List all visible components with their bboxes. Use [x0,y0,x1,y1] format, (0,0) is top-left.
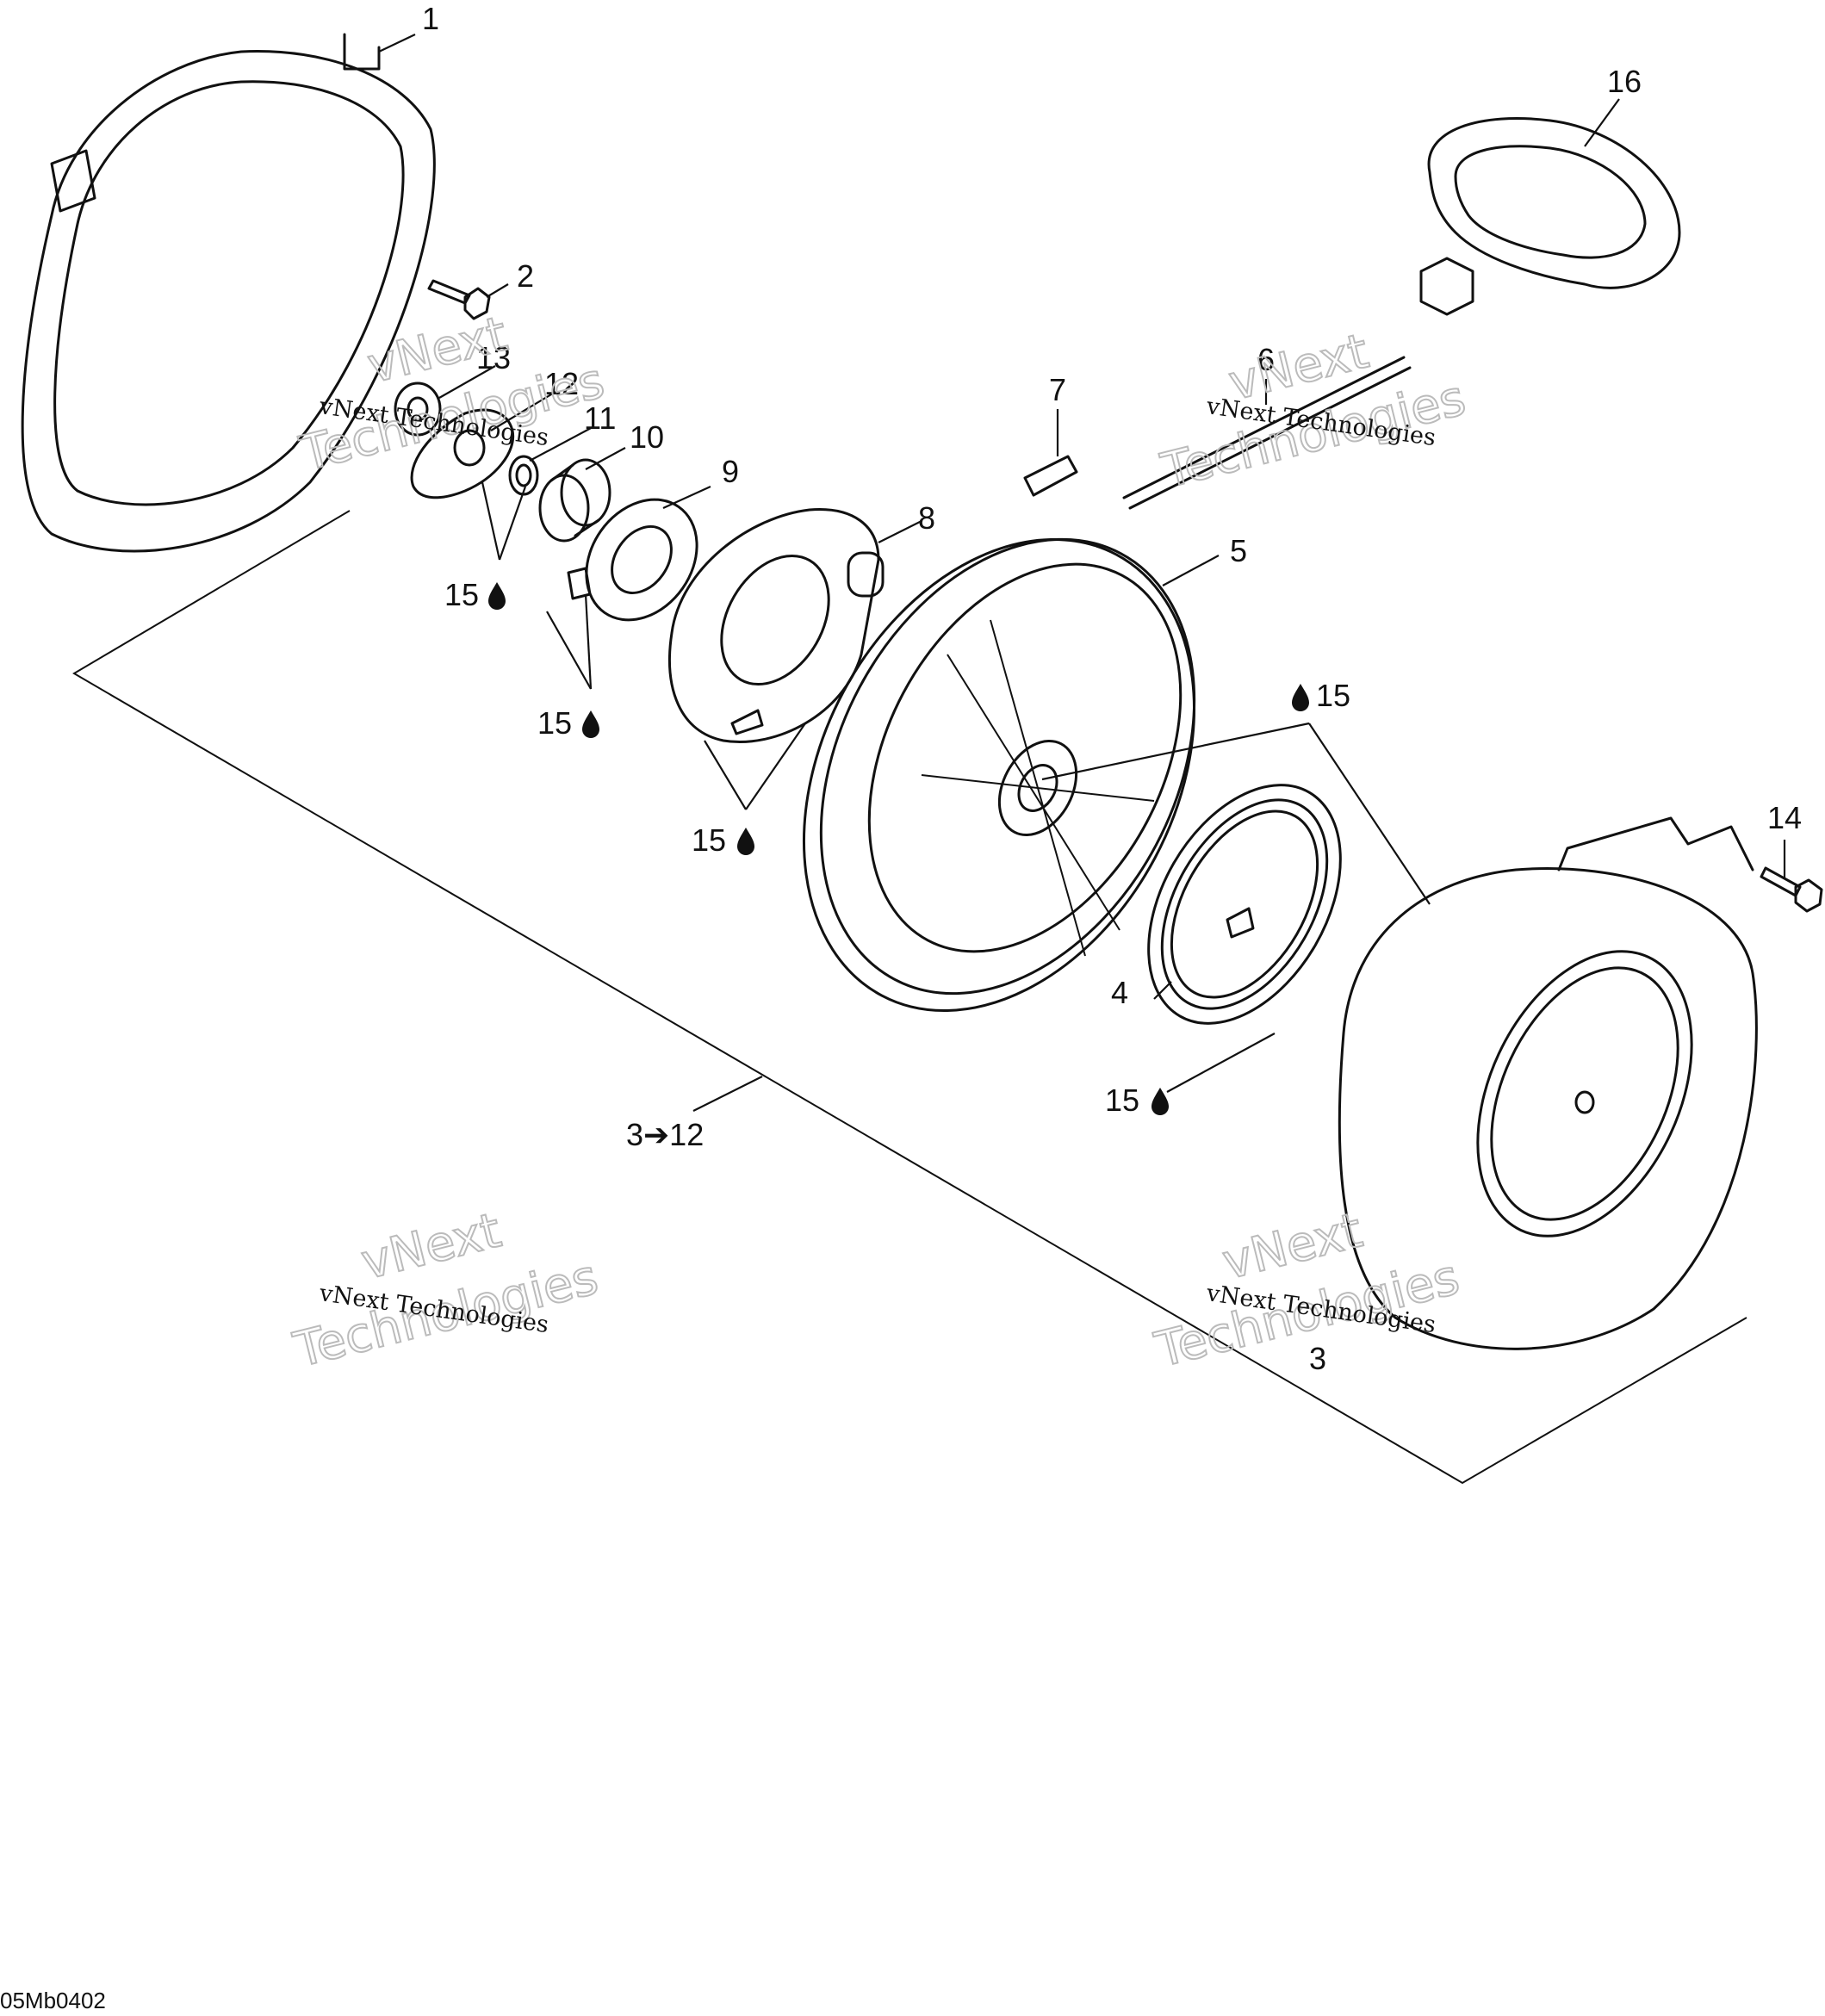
leader-lines [378,34,1786,1112]
callout-10: 10 [630,419,664,455]
part-3-starter-housing[interactable] [1338,816,1758,1350]
callout-13: 13 [476,340,511,375]
part-2-bolt[interactable] [427,279,491,320]
lubricant-callouts: 15 15 15 15 15 [444,577,1350,1118]
callout-4: 4 [1111,975,1128,1010]
callout-16: 16 [1607,64,1642,99]
callout-15-b: 15 [537,705,572,741]
callout-15-a: 15 [444,577,479,612]
part-1-housing-gasket[interactable] [21,33,436,553]
callout-15-d: 15 [1316,678,1350,713]
callout-1: 1 [422,1,439,36]
callout-7: 7 [1049,372,1066,407]
part-10-sleeve[interactable] [538,458,611,543]
assembly-outline [72,510,1747,1485]
part-14-bolt[interactable] [1760,866,1823,913]
drop-icon [488,582,506,610]
callout-14: 14 [1767,800,1802,835]
callout-12: 12 [544,366,579,401]
part-11-bushing[interactable] [508,455,539,496]
callout-2: 2 [517,258,534,294]
drop-icon [582,710,599,738]
part-8-pawl-guide[interactable] [668,508,885,743]
drawing-code: 05Mb0402 [0,1988,106,2013]
part-16-handle[interactable] [1419,117,1681,316]
part-13-lock-washer[interactable] [394,381,442,437]
part-5-sheave[interactable] [726,472,1272,1079]
callout-15-c: 15 [692,822,726,858]
callout-3-to-12: 3➔12 [626,1117,704,1152]
callout-6: 6 [1257,342,1275,377]
callout-9: 9 [722,454,739,489]
part-4-recoil-spring[interactable] [1109,752,1381,1058]
part-9-cam[interactable] [563,478,719,641]
callout-5: 5 [1230,533,1247,568]
callout-8: 8 [918,500,935,536]
part-6-rope[interactable] [1122,356,1412,510]
callout-3: 3 [1309,1341,1326,1376]
drop-icon [737,828,754,855]
drop-icon [1292,684,1309,711]
watermarks: vNext Technologies vNext Technologies vN… [288,305,1472,1380]
callout-15-e: 15 [1105,1082,1139,1118]
part-12-flange[interactable] [410,408,515,499]
drop-icon [1151,1088,1169,1115]
callout-11: 11 [584,400,616,436]
callouts: 1 2 13 12 11 10 9 8 7 6 5 16 14 4 3 3➔12 [422,1,1802,1376]
part-7-pawl[interactable] [1023,455,1078,497]
